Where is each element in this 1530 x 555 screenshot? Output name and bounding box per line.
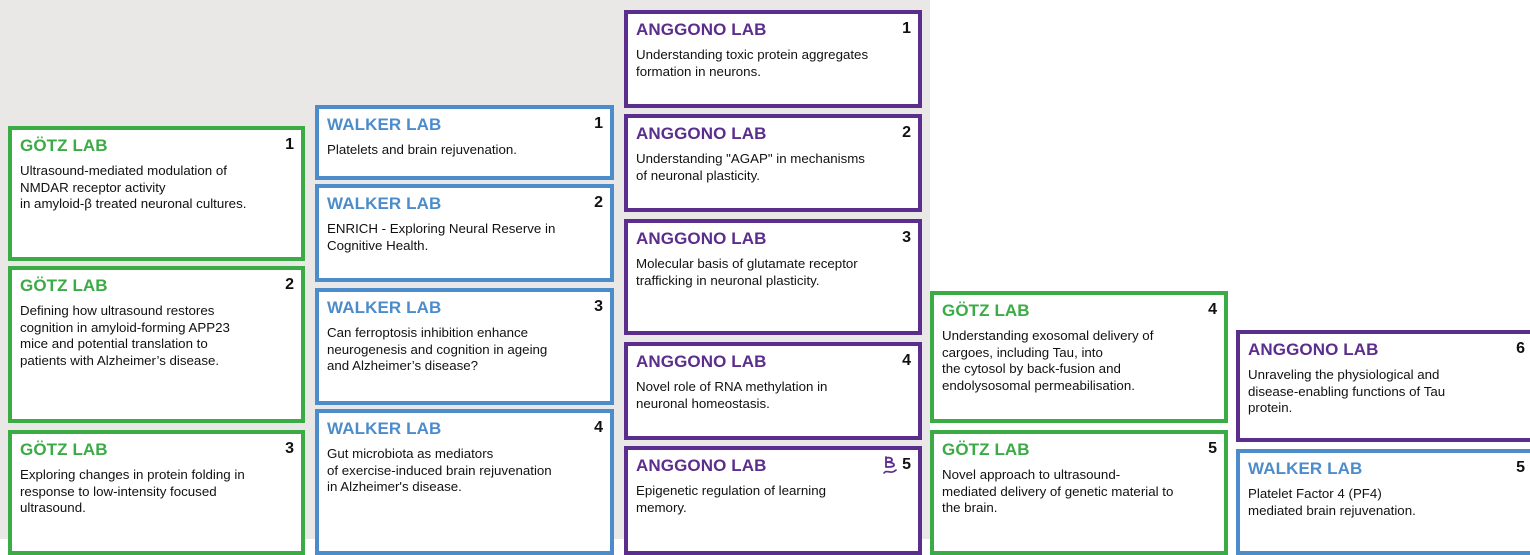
lab-name: WALKER LAB [327, 298, 442, 317]
anggono-lab-card-6[interactable]: ANGGONO LAB 6 Unraveling the physiologic… [1236, 330, 1530, 442]
lab-name: WALKER LAB [327, 115, 442, 134]
project-description: Novel role of RNA methylation in neurona… [636, 379, 828, 411]
goetz-lab-card-3[interactable]: GÖTZ LAB 3 Exploring changes in protein … [8, 430, 305, 555]
project-number: 2 [902, 124, 911, 141]
project-number: 5 [902, 456, 911, 473]
lab-name: ANGGONO LAB [636, 20, 767, 39]
project-description: Understanding exosomal delivery of cargo… [942, 328, 1154, 393]
walker-lab-card-3[interactable]: WALKER LAB 3 Can ferroptosis inhibition … [315, 288, 614, 405]
project-description: Epigenetic regulation of learning memory… [636, 483, 826, 515]
project-number: 4 [594, 419, 603, 436]
lab-name: GÖTZ LAB [20, 136, 108, 155]
lab-name: WALKER LAB [327, 194, 442, 213]
project-number: 4 [902, 352, 911, 369]
project-number: 5 [1208, 440, 1217, 457]
walker-lab-card-4[interactable]: WALKER LAB 4 Gut microbiota as mediators… [315, 409, 614, 555]
project-description: ENRICH - Exploring Neural Reserve in Cog… [327, 221, 556, 253]
project-description: Can ferroptosis inhibition enhance neuro… [327, 325, 548, 373]
lab-name: ANGGONO LAB [1248, 340, 1379, 359]
anggono-lab-card-5[interactable]: ANGGONO LAB 5 Epigenetic regulation of l… [624, 446, 922, 555]
project-number: 3 [902, 229, 911, 246]
lab-name: ANGGONO LAB [636, 352, 767, 371]
walker-lab-card-1[interactable]: WALKER LAB 1 Platelets and brain rejuven… [315, 105, 614, 180]
goetz-lab-card-1[interactable]: GÖTZ LAB 1 Ultrasound-mediated modulatio… [8, 126, 305, 261]
project-number: 1 [902, 20, 911, 37]
project-description: Understanding toxic protein aggregates f… [636, 47, 869, 79]
project-number: 4 [1208, 301, 1217, 318]
goetz-lab-card-5[interactable]: GÖTZ LAB 5 Novel approach to ultrasound-… [930, 430, 1228, 555]
pointer-hand-icon [883, 456, 897, 474]
project-number: 6 [1516, 340, 1525, 357]
anggono-lab-card-4[interactable]: ANGGONO LAB 4 Novel role of RNA methylat… [624, 342, 922, 440]
project-description: Understanding "AGAP" in mechanisms of ne… [636, 151, 865, 183]
project-description: Novel approach to ultrasound- mediated d… [942, 467, 1174, 515]
project-number: 1 [594, 115, 603, 132]
walker-lab-card-2[interactable]: WALKER LAB 2 ENRICH - Exploring Neural R… [315, 184, 614, 282]
anggono-lab-card-2[interactable]: ANGGONO LAB 2 Understanding "AGAP" in me… [624, 114, 922, 212]
project-description: Exploring changes in protein folding in … [20, 467, 245, 515]
lab-name: GÖTZ LAB [20, 440, 108, 459]
goetz-lab-card-2[interactable]: GÖTZ LAB 2 Defining how ultrasound resto… [8, 266, 305, 423]
anggono-lab-card-1[interactable]: ANGGONO LAB 1 Understanding toxic protei… [624, 10, 922, 108]
project-description: Unraveling the physiological and disease… [1248, 367, 1446, 415]
project-description: Ultrasound-mediated modulation of NMDAR … [20, 163, 247, 211]
walker-lab-card-5[interactable]: WALKER LAB 5 Platelet Factor 4 (PF4) med… [1236, 449, 1530, 555]
project-number: 3 [285, 440, 294, 457]
lab-name: GÖTZ LAB [20, 276, 108, 295]
lab-name: ANGGONO LAB [636, 229, 767, 248]
project-description: Platelet Factor 4 (PF4) mediated brain r… [1248, 486, 1416, 518]
project-description: Defining how ultrasound restores cogniti… [20, 303, 230, 368]
project-number: 3 [594, 298, 603, 315]
anggono-lab-card-3[interactable]: ANGGONO LAB 3 Molecular basis of glutama… [624, 219, 922, 335]
lab-name: GÖTZ LAB [942, 301, 1030, 320]
lab-name: ANGGONO LAB [636, 456, 767, 475]
lab-name: GÖTZ LAB [942, 440, 1030, 459]
project-number: 2 [285, 276, 294, 293]
lab-name: ANGGONO LAB [636, 124, 767, 143]
project-description: Platelets and brain rejuvenation. [327, 142, 517, 157]
project-description: Molecular basis of glutamate receptor tr… [636, 256, 858, 288]
lab-name: WALKER LAB [1248, 459, 1363, 478]
project-description: Gut microbiota as mediators of exercise-… [327, 446, 552, 494]
lab-name: WALKER LAB [327, 419, 442, 438]
project-number: 2 [594, 194, 603, 211]
project-number: 5 [1516, 459, 1525, 476]
goetz-lab-card-4[interactable]: GÖTZ LAB 4 Understanding exosomal delive… [930, 291, 1228, 423]
project-number: 1 [285, 136, 294, 153]
